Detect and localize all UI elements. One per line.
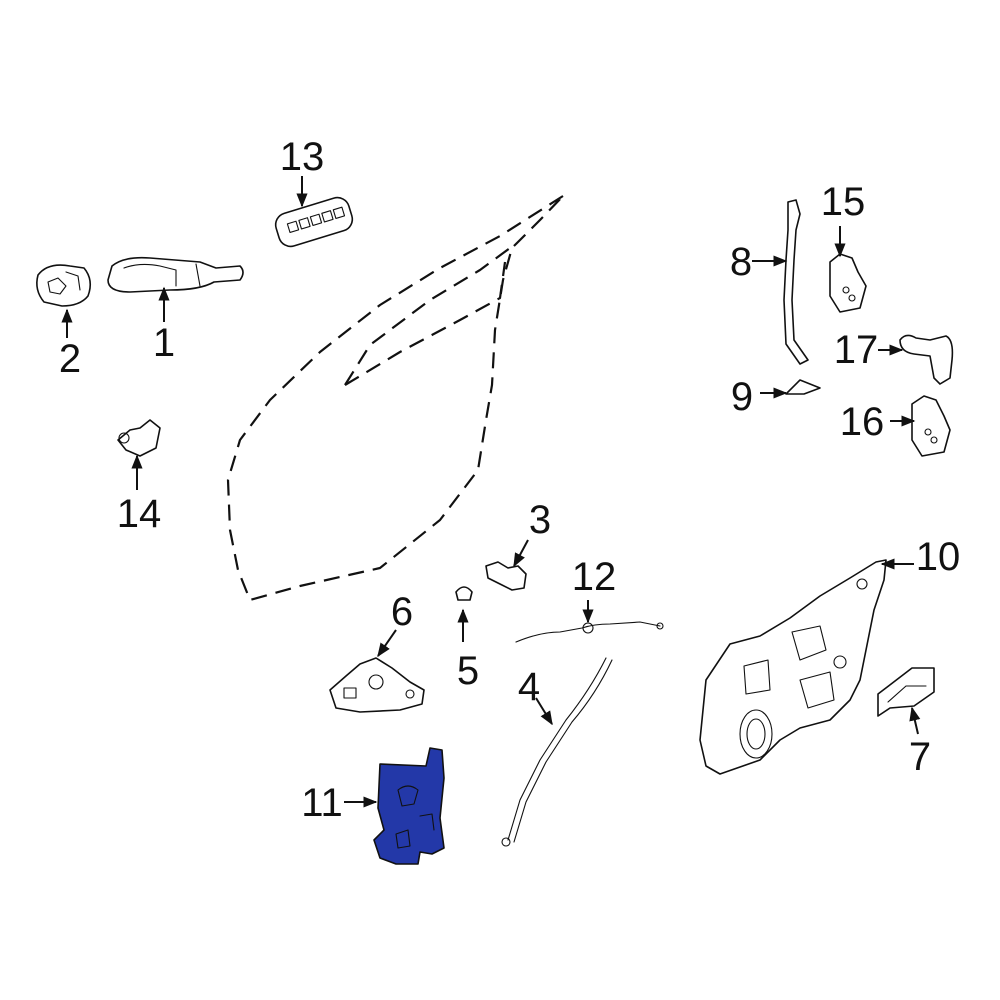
part-6-lock-actuator[interactable] [329,657,425,713]
callout-17: 17 [834,328,879,372]
part-1-outside-handle[interactable] [107,256,244,293]
callout-11: 11 [301,781,343,825]
door-lock-body [373,747,445,865]
part-17-pin[interactable] [899,334,954,385]
callout-2: 2 [59,337,81,381]
door-glass-outline [226,194,565,602]
part-15-hinge[interactable] [829,253,867,313]
part-7-bracket[interactable] [877,667,935,717]
part-5-push-pin[interactable] [455,586,473,601]
callout-5: 5 [457,649,479,693]
part-3-switch[interactable] [485,561,527,591]
arrow-4 [535,697,553,726]
arrow-7 [909,706,921,735]
part-11-door-lock-highlighted[interactable] [373,747,445,865]
callout-9: 9 [731,375,753,419]
part-12-cable[interactable] [515,621,664,643]
callout-8: 8 [730,240,752,284]
callout-14: 14 [117,492,162,536]
callout-labels: 13 2 1 14 8 9 15 17 16 3 10 12 6 5 4 7 1… [59,135,960,825]
arrow-6 [377,629,397,658]
callout-1: 1 [153,321,175,365]
part-9-clip[interactable] [785,379,821,395]
callout-15: 15 [821,180,866,224]
part-2-handle-cap[interactable] [36,264,92,307]
callout-7: 7 [909,735,931,779]
callout-4: 4 [518,665,540,709]
callout-13: 13 [280,135,325,179]
callout-16: 16 [840,400,885,444]
part-10-door-module[interactable] [699,559,887,775]
callout-6: 6 [391,590,413,634]
part-8-lock-rod[interactable] [783,199,809,365]
callout-3: 3 [529,498,551,542]
callout-12: 12 [572,555,617,599]
callout-10: 10 [916,535,961,579]
part-13-switch[interactable] [273,195,356,250]
part-4-rod-cable[interactable] [501,657,613,847]
part-14-bracket[interactable] [117,419,161,457]
arrow-3 [513,539,529,568]
part-16-hinge[interactable] [911,395,951,457]
